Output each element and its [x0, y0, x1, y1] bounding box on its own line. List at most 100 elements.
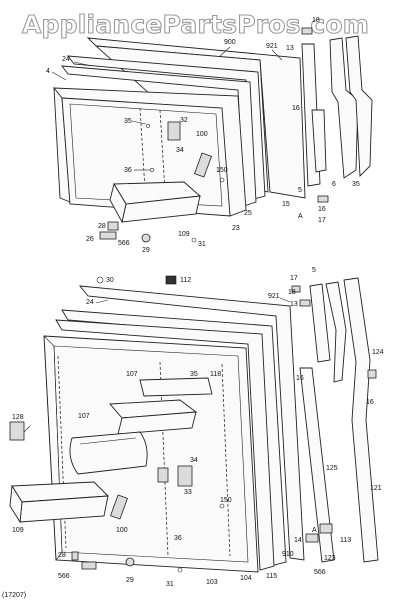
screw-30: [96, 276, 104, 284]
callout-label: 100: [116, 527, 128, 534]
callout-label: 150: [216, 167, 228, 174]
callout-label: 566: [58, 573, 70, 580]
cap-113: [319, 523, 333, 534]
screw-150: [219, 503, 225, 509]
callout-label: 24: [62, 56, 70, 63]
callout-label: 31: [198, 241, 206, 248]
callout-label: 13: [290, 301, 298, 308]
callout-label: 29: [142, 247, 150, 254]
watermark-logo: AppliancePartsPros.com: [22, 10, 369, 39]
callout-label: 566: [314, 569, 326, 576]
door-shelf-107-front: [117, 411, 197, 435]
callout-label: 103: [206, 579, 218, 586]
callout-label: 35: [190, 371, 198, 378]
callout-label: 16: [296, 375, 304, 382]
part-13: [299, 299, 311, 307]
callout-label: 16: [292, 105, 300, 112]
callout-label: 115: [266, 573, 277, 580]
fresh-food-door-assembly: [9, 275, 379, 573]
callout-label: 15: [282, 201, 290, 208]
callout-label: 121: [370, 485, 382, 492]
callout-label: 4: [46, 68, 50, 75]
callout-label: 36: [124, 167, 132, 174]
leader-line: [23, 425, 31, 433]
handle-mount-124: [325, 281, 347, 383]
callout-label: 35: [352, 181, 360, 188]
part-16: [317, 195, 329, 203]
callout-label: 109: [12, 527, 24, 534]
hinge-bracket-5: [309, 283, 331, 363]
leader-line: [279, 297, 291, 303]
trim-125: [299, 367, 335, 563]
shelf-support-100: [110, 494, 128, 520]
hinge-cover-112: [165, 275, 177, 285]
hinge-part-28: [107, 221, 119, 231]
callout-label: 14: [294, 537, 302, 544]
leader-line: [271, 49, 283, 61]
leader-line: [73, 61, 93, 67]
callout-label: 5: [312, 267, 316, 274]
callout-label: 28: [58, 552, 66, 559]
handle-121: [343, 277, 379, 563]
hinge-plate-566: [81, 561, 97, 570]
figure-code: (17207): [2, 592, 26, 599]
callout-label: 23: [232, 225, 240, 232]
part-18: [301, 27, 313, 35]
leader-line: [219, 46, 231, 57]
liner-rail-right: [221, 363, 231, 557]
callout-label: 5: [298, 187, 302, 194]
screw-31: [191, 237, 197, 243]
hinge-bar-35: [345, 35, 373, 178]
bottom-callouts: 30 112 17 5 921 18 13 24 107 35 118 16 1…: [12, 267, 384, 588]
part-28: [71, 551, 79, 561]
hinge-bar-6: [329, 37, 359, 179]
callout-label: 113: [340, 537, 351, 544]
callout-label: 16: [366, 399, 374, 406]
callout-label: 112: [180, 277, 191, 284]
butter-lid-line: [79, 437, 137, 445]
callout-label: 26: [86, 236, 94, 243]
callout-label: 100: [196, 131, 208, 138]
callout-label: A: [298, 213, 303, 220]
callout-label: 107: [126, 371, 138, 378]
callout-label: A: [312, 527, 317, 534]
freezer-door-assembly: [53, 27, 373, 243]
door-outer-panel-910: [78, 285, 305, 561]
callout-label: 123: [324, 555, 336, 562]
trim-15: [311, 109, 327, 173]
door-gasket-115: [55, 319, 275, 571]
callout-label: 16: [318, 206, 326, 213]
hinge-plate-26: [99, 231, 117, 240]
callout-label: 36: [174, 535, 182, 542]
grommet-29: [141, 233, 151, 243]
callout-label: 24: [86, 299, 94, 306]
callout-label: 124: [372, 349, 384, 356]
callout-label: 921: [268, 293, 280, 300]
butter-compartment: [69, 431, 148, 475]
callout-label: 18: [288, 289, 296, 296]
door-bin-109-side: [9, 484, 23, 524]
callout-label: 18: [312, 17, 320, 24]
callout-label: 32: [180, 117, 188, 124]
callout-label: 35: [124, 118, 132, 125]
screw-36: [150, 168, 154, 172]
clip-16-right: [367, 369, 377, 379]
callout-label: 118: [210, 371, 221, 378]
grommet-29: [125, 557, 135, 567]
callout-label: 29: [126, 577, 134, 584]
callout-label: 30: [106, 277, 114, 284]
bracket-123: [305, 533, 319, 543]
screw-150: [219, 177, 225, 183]
callout-label: 13: [286, 45, 294, 52]
callout-label: 34: [176, 147, 184, 154]
egg-tray-128: [9, 421, 25, 441]
callout-label: 566: [118, 240, 130, 247]
dairy-shelf-107-top: [139, 377, 213, 397]
callout-label: 28: [98, 223, 106, 230]
callout-label: 900: [224, 39, 236, 46]
callout-label: 150: [220, 497, 232, 504]
screw-31: [177, 567, 183, 573]
door-liner-inset: [69, 103, 223, 207]
leader-line: [51, 71, 67, 81]
